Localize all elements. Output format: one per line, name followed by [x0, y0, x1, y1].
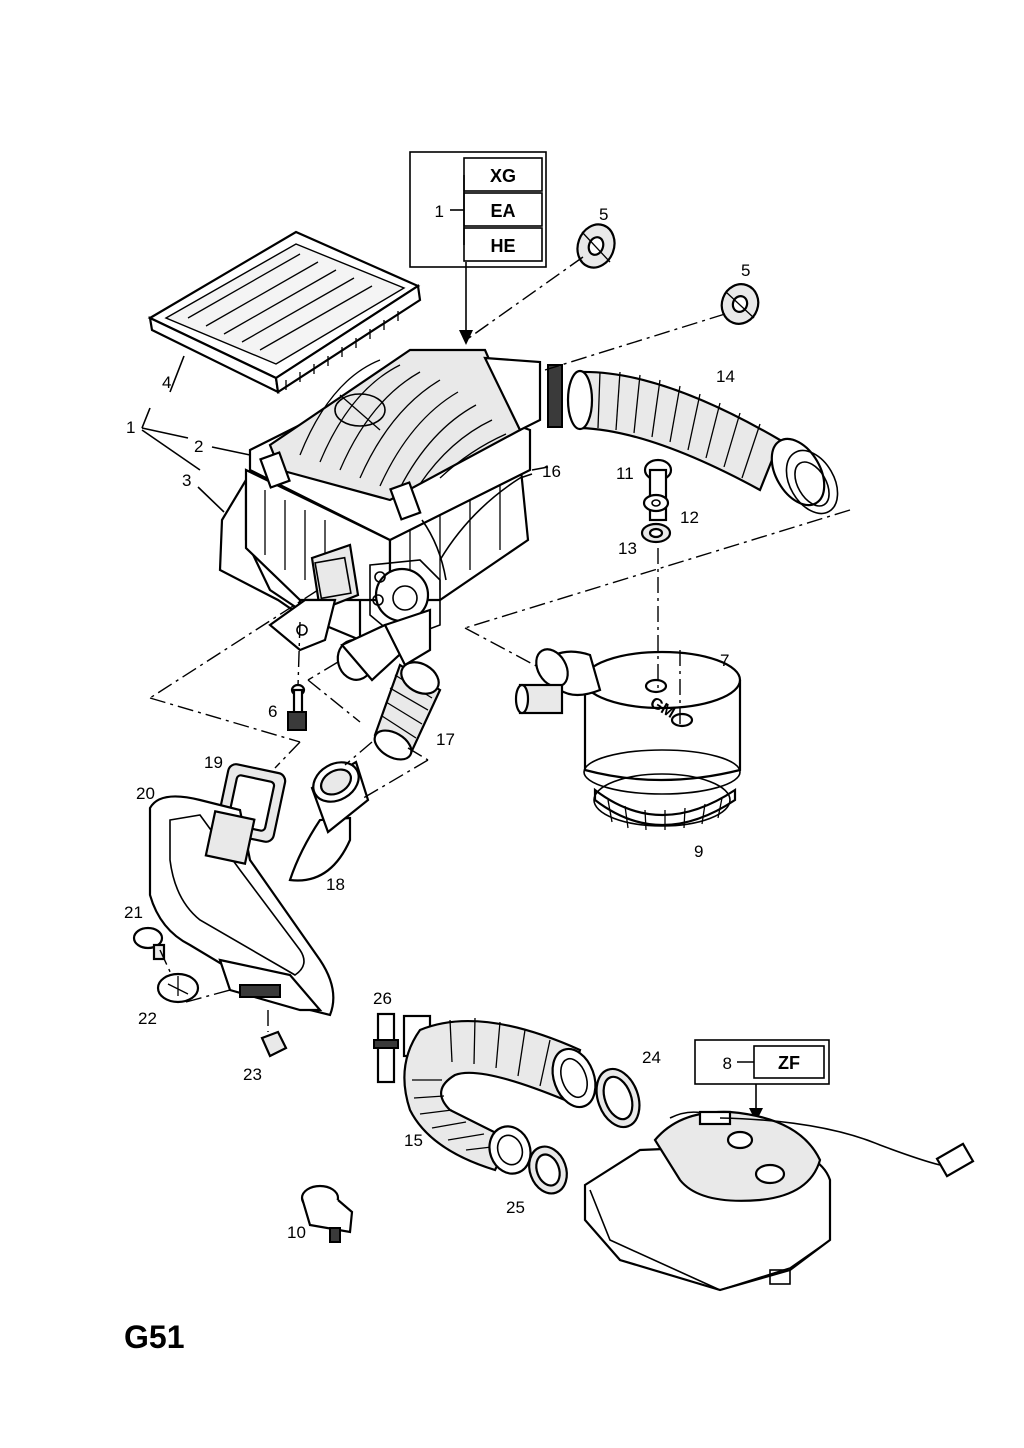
resonator-7: GM — [514, 648, 742, 795]
callout-18: 18 — [326, 875, 345, 894]
elbow-pipe-18 — [288, 760, 370, 882]
callout-17: 17 — [436, 730, 455, 749]
callout-13: 13 — [618, 539, 637, 558]
washer-13 — [640, 522, 672, 544]
callouts: 4 1 2 3 5 5 14 16 11 12 13 7 6 17 19 20 … — [124, 205, 750, 1242]
flex-hose-15 — [402, 1014, 597, 1175]
callout-3: 3 — [182, 471, 191, 490]
callout-4: 4 — [162, 373, 171, 392]
washer-12 — [642, 493, 670, 513]
fastener-21 — [132, 926, 166, 961]
callout-5b: 5 — [741, 261, 750, 280]
variant-box-8: ZF 8 — [694, 1039, 830, 1122]
callout-21: 21 — [124, 903, 143, 922]
pin-6 — [287, 683, 307, 731]
variant-code-xg: XG — [490, 166, 516, 186]
callout-25: 25 — [506, 1198, 525, 1217]
variant-box-1: XG EA HE 1 — [409, 151, 547, 345]
sheet-code: G51 — [124, 1319, 184, 1355]
callout-7: 7 — [720, 651, 729, 670]
callout-15: 15 — [404, 1131, 423, 1150]
intake-hose-14 — [547, 364, 839, 515]
resonator-base-9 — [593, 773, 737, 831]
callout-22: 22 — [138, 1009, 157, 1028]
callout-10: 10 — [287, 1223, 306, 1242]
hose-clamp-25 — [528, 1145, 568, 1195]
callout-9: 9 — [694, 842, 703, 861]
callout-19: 19 — [204, 753, 223, 772]
callout-5a: 5 — [599, 205, 608, 224]
bellows-17 — [373, 661, 442, 761]
variant-code-zf: ZF — [778, 1053, 800, 1073]
part-5-grommet-b — [720, 283, 760, 325]
clamp-26 — [373, 1012, 399, 1084]
callout-14: 14 — [716, 367, 735, 386]
callout-11: 11 — [616, 464, 634, 483]
variant-box-8-ref: 8 — [723, 1054, 732, 1073]
leader-lines — [141, 355, 549, 513]
callout-1: 1 — [126, 418, 135, 437]
nut-23 — [260, 1030, 288, 1058]
clip-22 — [156, 972, 200, 1004]
mounting-10 — [300, 1184, 354, 1243]
callout-23: 23 — [243, 1065, 262, 1084]
part-5-grommet-a — [576, 223, 616, 269]
assembly-lines — [149, 256, 851, 1032]
air-cleaner-housing — [218, 348, 542, 682]
callout-6: 6 — [268, 702, 277, 721]
variant-box-1-ref: 1 — [435, 202, 444, 221]
callout-20: 20 — [136, 784, 155, 803]
callout-16: 16 — [542, 462, 561, 481]
air-filter-element — [147, 230, 422, 394]
variant-code-ea: EA — [490, 201, 515, 221]
callout-24: 24 — [642, 1048, 661, 1067]
callout-2: 2 — [194, 437, 203, 456]
hose-clamp-24 — [595, 1067, 641, 1129]
callout-12: 12 — [680, 508, 699, 527]
duct-20 — [148, 795, 335, 1017]
variant-code-he: HE — [490, 236, 515, 256]
callout-26: 26 — [373, 989, 392, 1008]
resonator-housing-8 — [583, 1110, 975, 1292]
